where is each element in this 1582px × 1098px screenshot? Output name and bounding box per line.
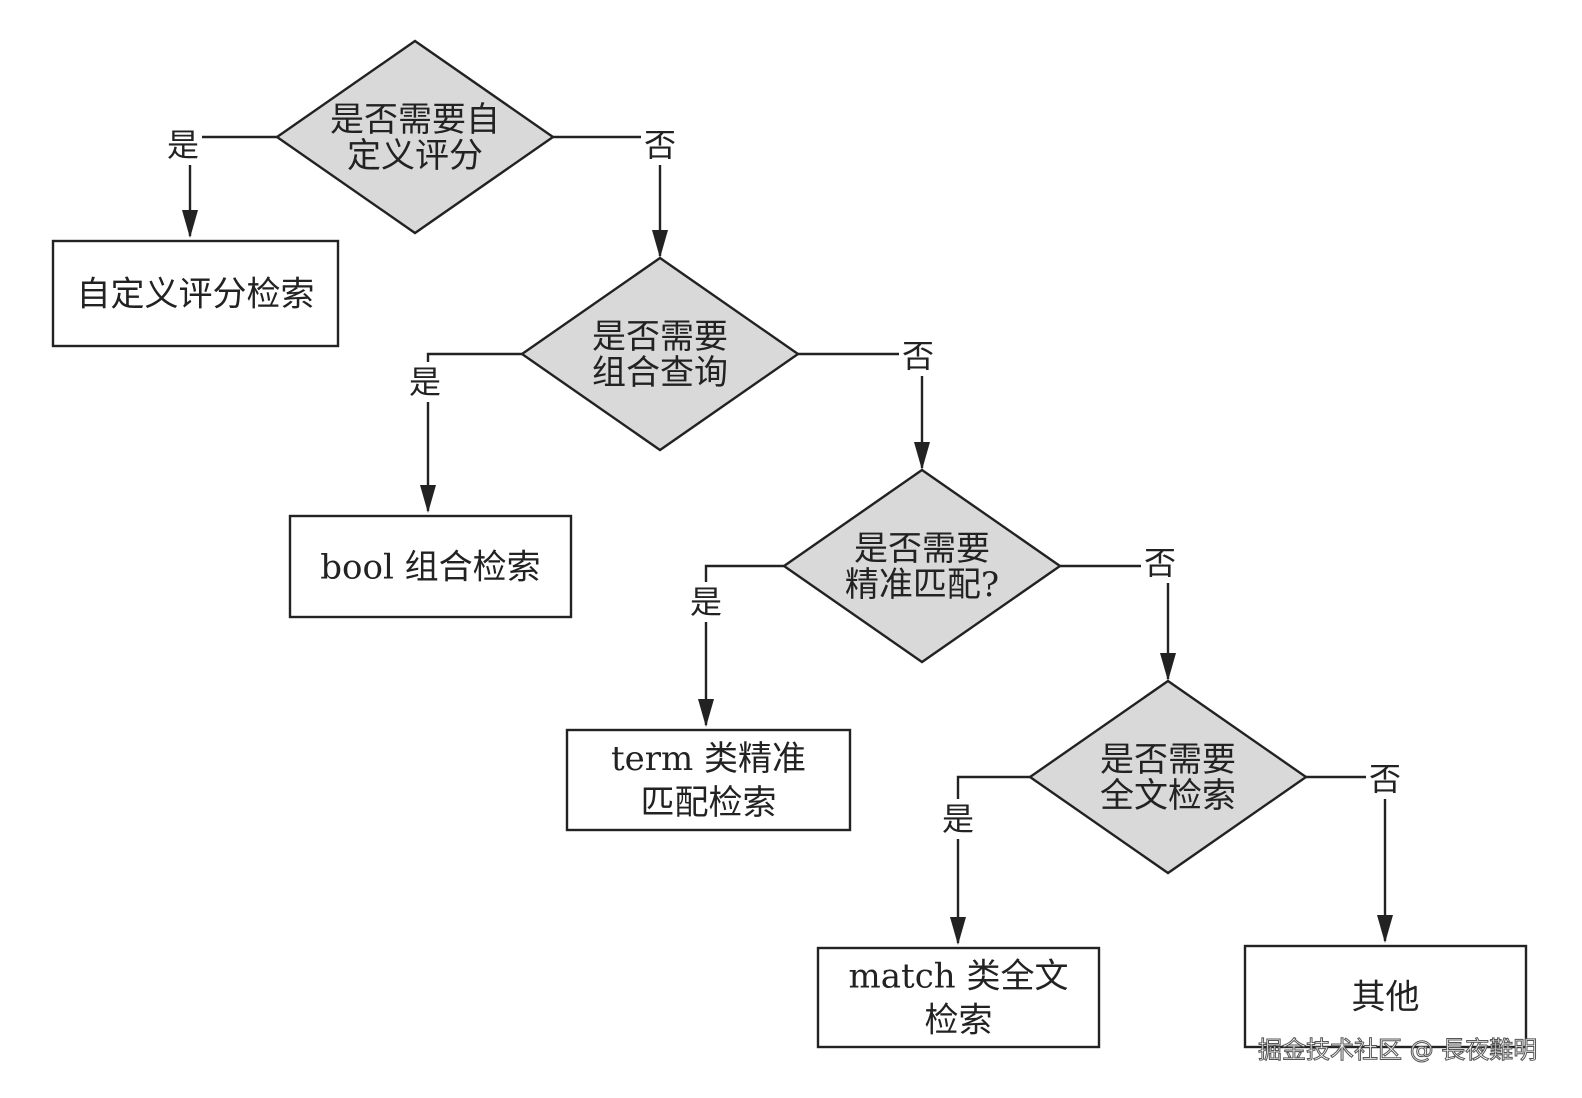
result-r5: [1243, 944, 1528, 1049]
decision-d2-label-line-2: 组合查询: [592, 353, 728, 393]
watermark: 掘金技术社区 @ 長夜難明: [1257, 1036, 1538, 1065]
result-r5-label-line-1: 其他: [1352, 978, 1420, 1018]
decision-d3-label-line-1: 是否需要: [854, 529, 990, 569]
edge-label-d4-r5: 否: [1369, 760, 1401, 798]
decision-d3: [781, 468, 1063, 664]
edge-label-d4-r4: 是: [942, 800, 974, 838]
result-r3: [565, 728, 852, 832]
result-r4-label-line-2: 检索: [925, 1001, 993, 1041]
result-r4-label-line-1: match 类全文: [849, 957, 1069, 997]
edge-label-bg-d1-d2: [641, 125, 679, 165]
result-r3-label-line-1: term 类精准: [611, 739, 806, 779]
edge-label-bg-d2-r2: [406, 362, 444, 402]
result-r1-label-line-1: 自定义评分检索: [77, 275, 315, 315]
arrowhead-d1-r1: [182, 210, 198, 238]
result-r2: [288, 514, 573, 619]
edge-label-bg-d3-r3: [687, 582, 725, 622]
result-r1: [51, 239, 340, 348]
decision-d2-label-line-1: 是否需要: [592, 317, 728, 357]
decision-d1-label-line-2: 定义评分: [347, 136, 483, 176]
edge-label-d3-r3: 是: [690, 583, 722, 621]
edge-label-d2-d3: 否: [902, 337, 934, 375]
arrowhead-d2-r2: [420, 485, 436, 513]
decision-d3-label-line-2: 精准匹配?: [845, 565, 999, 605]
result-r2-label-line-1: bool 组合检索: [320, 548, 540, 588]
edge-label-d2-r2: 是: [409, 363, 441, 401]
edge-label-d3-d4: 否: [1144, 544, 1176, 582]
decision-d4-label-line-2: 全文检索: [1100, 776, 1236, 816]
arrowhead-d3-r3: [698, 699, 714, 727]
decision-d1-label-line-1: 是否需要自: [330, 100, 500, 140]
decision-d1: [274, 39, 556, 235]
edge-d2-r2: [426, 352, 522, 511]
edge-d4-r4: [956, 775, 1030, 943]
edge-d1-r1: [188, 135, 277, 236]
arrowhead-d1-d2: [652, 230, 668, 258]
edge-label-bg-d4-r5: [1366, 759, 1404, 799]
decision-d2: [519, 256, 801, 452]
arrowhead-d2-d3: [914, 442, 930, 470]
edge-d4-r5: [1306, 775, 1387, 941]
decision-d4-label-line-1: 是否需要: [1100, 740, 1236, 780]
edge-d3-r3: [704, 564, 784, 725]
decision-d4: [1027, 679, 1309, 875]
edge-label-bg-d2-d3: [899, 336, 937, 376]
edge-label-d1-d2: 否: [644, 126, 676, 164]
edge-label-d1-r1: 是: [167, 126, 199, 164]
edge-label-bg-d1-r1: [164, 125, 202, 165]
edge-label-bg-d4-r4: [939, 799, 977, 839]
arrowhead-d4-r4: [950, 917, 966, 945]
edge-label-bg-d3-d4: [1141, 543, 1179, 583]
arrowhead-d4-r5: [1377, 915, 1393, 943]
result-r3-label-line-2: 匹配检索: [641, 783, 777, 823]
arrowhead-d3-d4: [1160, 653, 1176, 681]
result-r4: [816, 946, 1101, 1049]
